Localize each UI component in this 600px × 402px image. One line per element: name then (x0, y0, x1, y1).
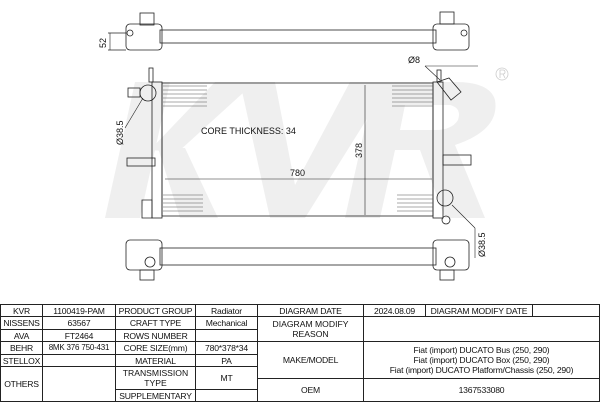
dimension-lines (109, 33, 478, 258)
make-model-list: Fiat (import) DUCATO Bus (250, 290) Fiat… (363, 341, 600, 379)
transmission-type-value: MT (195, 366, 258, 390)
modify-reason-label: DIAGRAM MODIFY REASON (257, 316, 364, 342)
make-model-item: Fiat (import) DUCATO Box (250, 290) (413, 355, 550, 365)
top-tank-view (108, 11, 470, 51)
supplementary-label: SUPPLEMENTARY (115, 389, 196, 402)
height-dimension: 378 (354, 143, 364, 158)
core-thickness-label: CORE THICKNESS: 34 (201, 126, 296, 136)
core-size-label: CORE SIZE(mm) (115, 341, 196, 355)
radiator-drawing: CORE THICKNESS: 34 780 378 52 Ø38.5 Ø38.… (98, 11, 509, 281)
oem-label: OEM (257, 378, 364, 402)
make-model-label: MAKE/MODEL (257, 341, 364, 379)
others-label: OTHERS (0, 366, 43, 402)
others-value (42, 366, 116, 402)
inlet-diameter-dimension: Ø38.5 (115, 120, 125, 145)
craft-type-label: CRAFT TYPE (115, 316, 196, 330)
watermark-logo (105, 82, 496, 218)
modify-reason-value (363, 316, 600, 342)
registered-mark (495, 67, 509, 81)
make-model-item: Fiat (import) DUCATO Bus (250, 290) (413, 345, 550, 355)
radiator-core (126, 67, 472, 225)
transmission-type-label: TRANSMISSION TYPE (115, 366, 196, 390)
oem-value: 1367533080 (363, 378, 600, 402)
behr-value: 8MK 376 750-431 (42, 341, 116, 355)
craft-type-value: Mechanical (195, 316, 258, 330)
pin-diameter-dimension: Ø8 (408, 55, 420, 65)
nissens-label: NISSENS (0, 316, 43, 330)
nissens-value: 63567 (42, 316, 116, 330)
tank-height-dimension: 52 (98, 38, 108, 48)
outlet-diameter-dimension: Ø38.5 (477, 232, 487, 257)
core-size-value: 780*378*34 (195, 341, 258, 355)
width-dimension: 780 (290, 168, 305, 178)
supplementary-value (195, 389, 258, 402)
behr-label: BEHR (0, 341, 43, 355)
bottom-tank-view (125, 239, 470, 281)
make-model-item: Fiat (import) DUCATO Platform/Chassis (2… (389, 365, 574, 375)
